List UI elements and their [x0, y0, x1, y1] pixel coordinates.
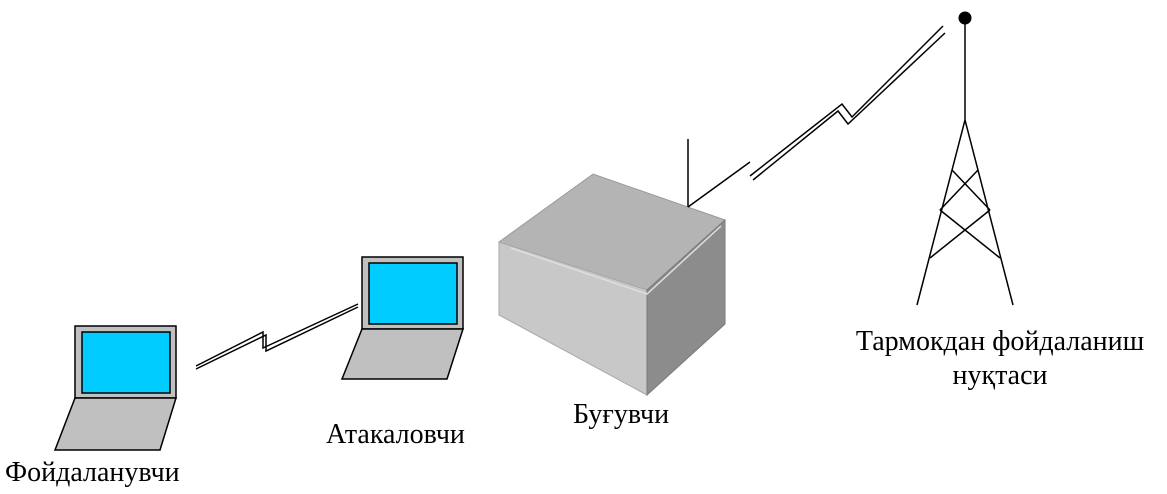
attacker-label: Атакаловчи	[326, 419, 465, 450]
jammer-box-icon	[497, 173, 726, 397]
wireless-link-user-attacker	[195, 306, 359, 370]
tower-left-leg	[916, 119, 966, 306]
tower-brace	[951, 169, 991, 211]
radio-tower-icon	[916, 11, 1014, 306]
attacker-laptop-keyboard	[340, 328, 465, 380]
user-label: Фойдаланувчи	[5, 457, 180, 488]
user-laptop-icon	[53, 325, 178, 451]
access-point-label-line1: Тармокдан фойдаланиш	[855, 326, 1145, 357]
jammer-label: Буғувчи	[573, 399, 670, 430]
access-point-label-line2: нуқтаси	[952, 360, 1048, 391]
user-laptop-screen	[81, 331, 171, 394]
jammer-antenna-arm	[687, 161, 751, 208]
attacker-laptop-screen	[368, 262, 458, 325]
wireless-link-jammer-tower	[749, 25, 944, 177]
jammer-box-side	[646, 218, 726, 397]
wireless-link-user-attacker-edge	[195, 303, 359, 367]
tower-right-leg	[964, 119, 1014, 306]
tower-brace	[929, 209, 991, 259]
wireless-link-jammer-tower-edge	[752, 32, 946, 181]
access-point-label: Тармокдан фойдаланиш нуқтаси	[835, 325, 1165, 393]
tower-brace	[939, 169, 979, 211]
tower-brace	[939, 209, 1001, 259]
user-laptop-keyboard	[53, 397, 178, 451]
attacker-laptop-icon	[340, 256, 465, 380]
jammer-box-bevel	[510, 225, 722, 295]
